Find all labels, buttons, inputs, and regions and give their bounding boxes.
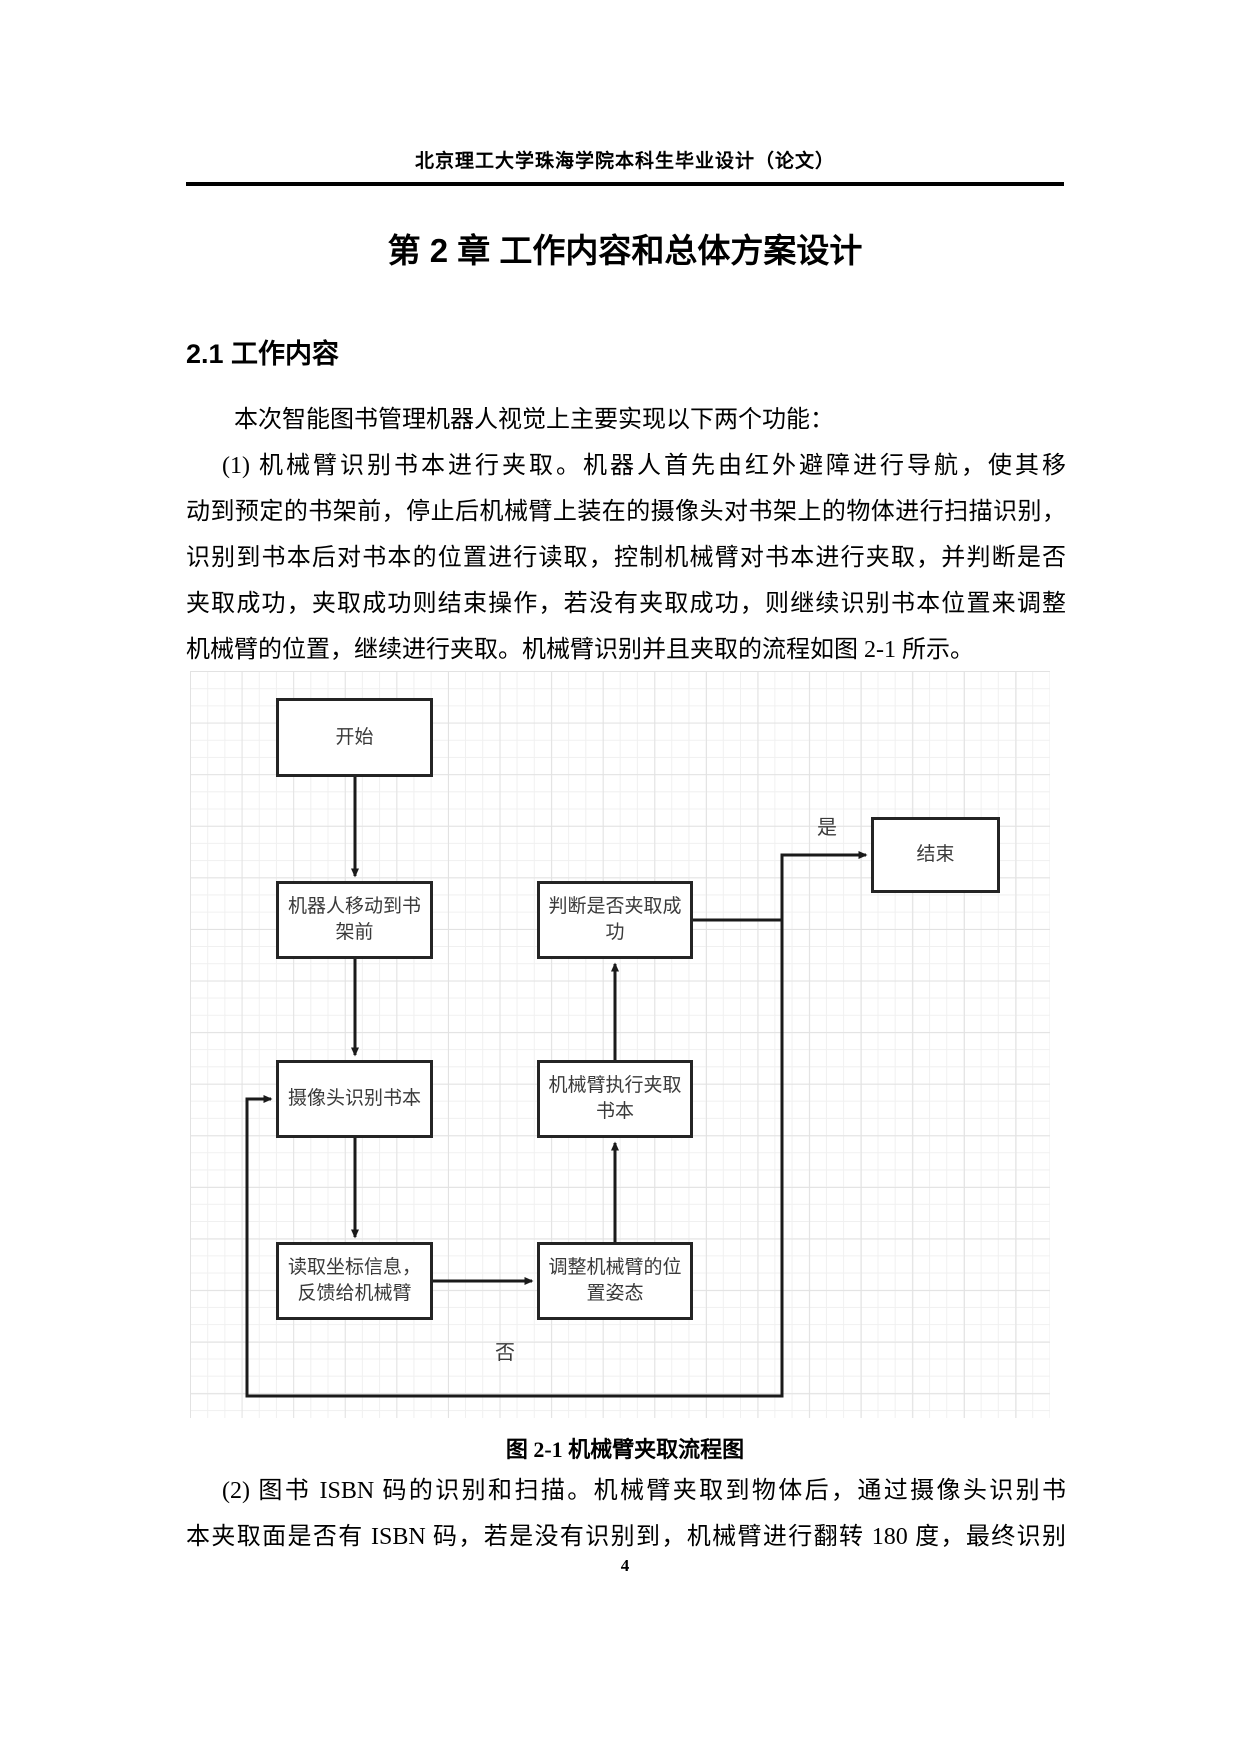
flow-node-execute-grab: 机械臂执行夹取书本 (537, 1060, 693, 1138)
paragraph-line: 机械臂的位置，继续进行夹取。机械臂识别并且夹取的流程如图 2-1 所示。 (186, 637, 974, 663)
flow-node-start: 开始 (276, 698, 433, 777)
flowchart-arrows (245, 777, 868, 1398)
edge-label-no: 否 (495, 1342, 515, 1364)
flow-node-judge-success: 判断是否夹取成功 (537, 881, 693, 959)
flowchart-figure: 开始 机器人移动到书架前 摄像头识别书本 读取坐标信息，反馈给机械臂 调整机械臂… (190, 671, 1050, 1418)
paragraph-line: 本夹取面是否有 ISBN 码，若是没有识别到，机械臂进行翻转 180 度，最终识… (186, 1524, 1066, 1550)
flow-node-adjust-arm: 调整机械臂的位置姿态 (537, 1242, 693, 1320)
page-number: 4 (620, 1556, 630, 1575)
paragraph-line: 本次智能图书管理机器人视觉上主要实现以下两个功能： (234, 407, 834, 433)
flow-node-camera-identify: 摄像头识别书本 (276, 1060, 433, 1138)
paragraph-line: 夹取成功，夹取成功则结束操作，若没有夹取成功，则继续识别书本位置来调整 (186, 591, 1066, 617)
section-heading: 2.1 工作内容 (186, 339, 340, 369)
flow-node-read-coordinates: 读取坐标信息，反馈给机械臂 (276, 1242, 433, 1320)
edge-label-yes: 是 (817, 817, 837, 839)
paragraph-line: (1) 机械臂识别书本进行夹取。机器人首先由红外避障进行导航，使其移 (222, 453, 1066, 479)
paragraph-line: 动到预定的书架前，停止后机械臂上装在的摄像头对书架上的物体进行扫描识别， (186, 499, 1066, 525)
flow-node-end: 结束 (871, 817, 1000, 893)
paragraph-line: (2) 图书 ISBN 码的识别和扫描。机械臂夹取到物体后，通过摄像头识别书 (222, 1478, 1066, 1504)
body-paragraphs: 本次智能图书管理机器人视觉上主要实现以下两个功能： (1) 机械臂识别书本进行夹… (186, 397, 1066, 673)
body-paragraphs: (2) 图书 ISBN 码的识别和扫描。机械臂夹取到物体后，通过摄像头识别书 本… (186, 1468, 1066, 1560)
figure-caption: 图 2-1 机械臂夹取流程图 (505, 1437, 745, 1462)
page-header: 北京理工大学珠海学院本科生毕业设计（论文） (414, 151, 835, 172)
chapter-title: 第 2 章 工作内容和总体方案设计 (387, 232, 863, 269)
paragraph-line: 识别到书本后对书本的位置进行读取，控制机械臂对书本进行夹取，并判断是否 (186, 545, 1066, 571)
flow-node-move-to-shelf: 机器人移动到书架前 (276, 881, 433, 959)
header-divider (186, 182, 1064, 186)
